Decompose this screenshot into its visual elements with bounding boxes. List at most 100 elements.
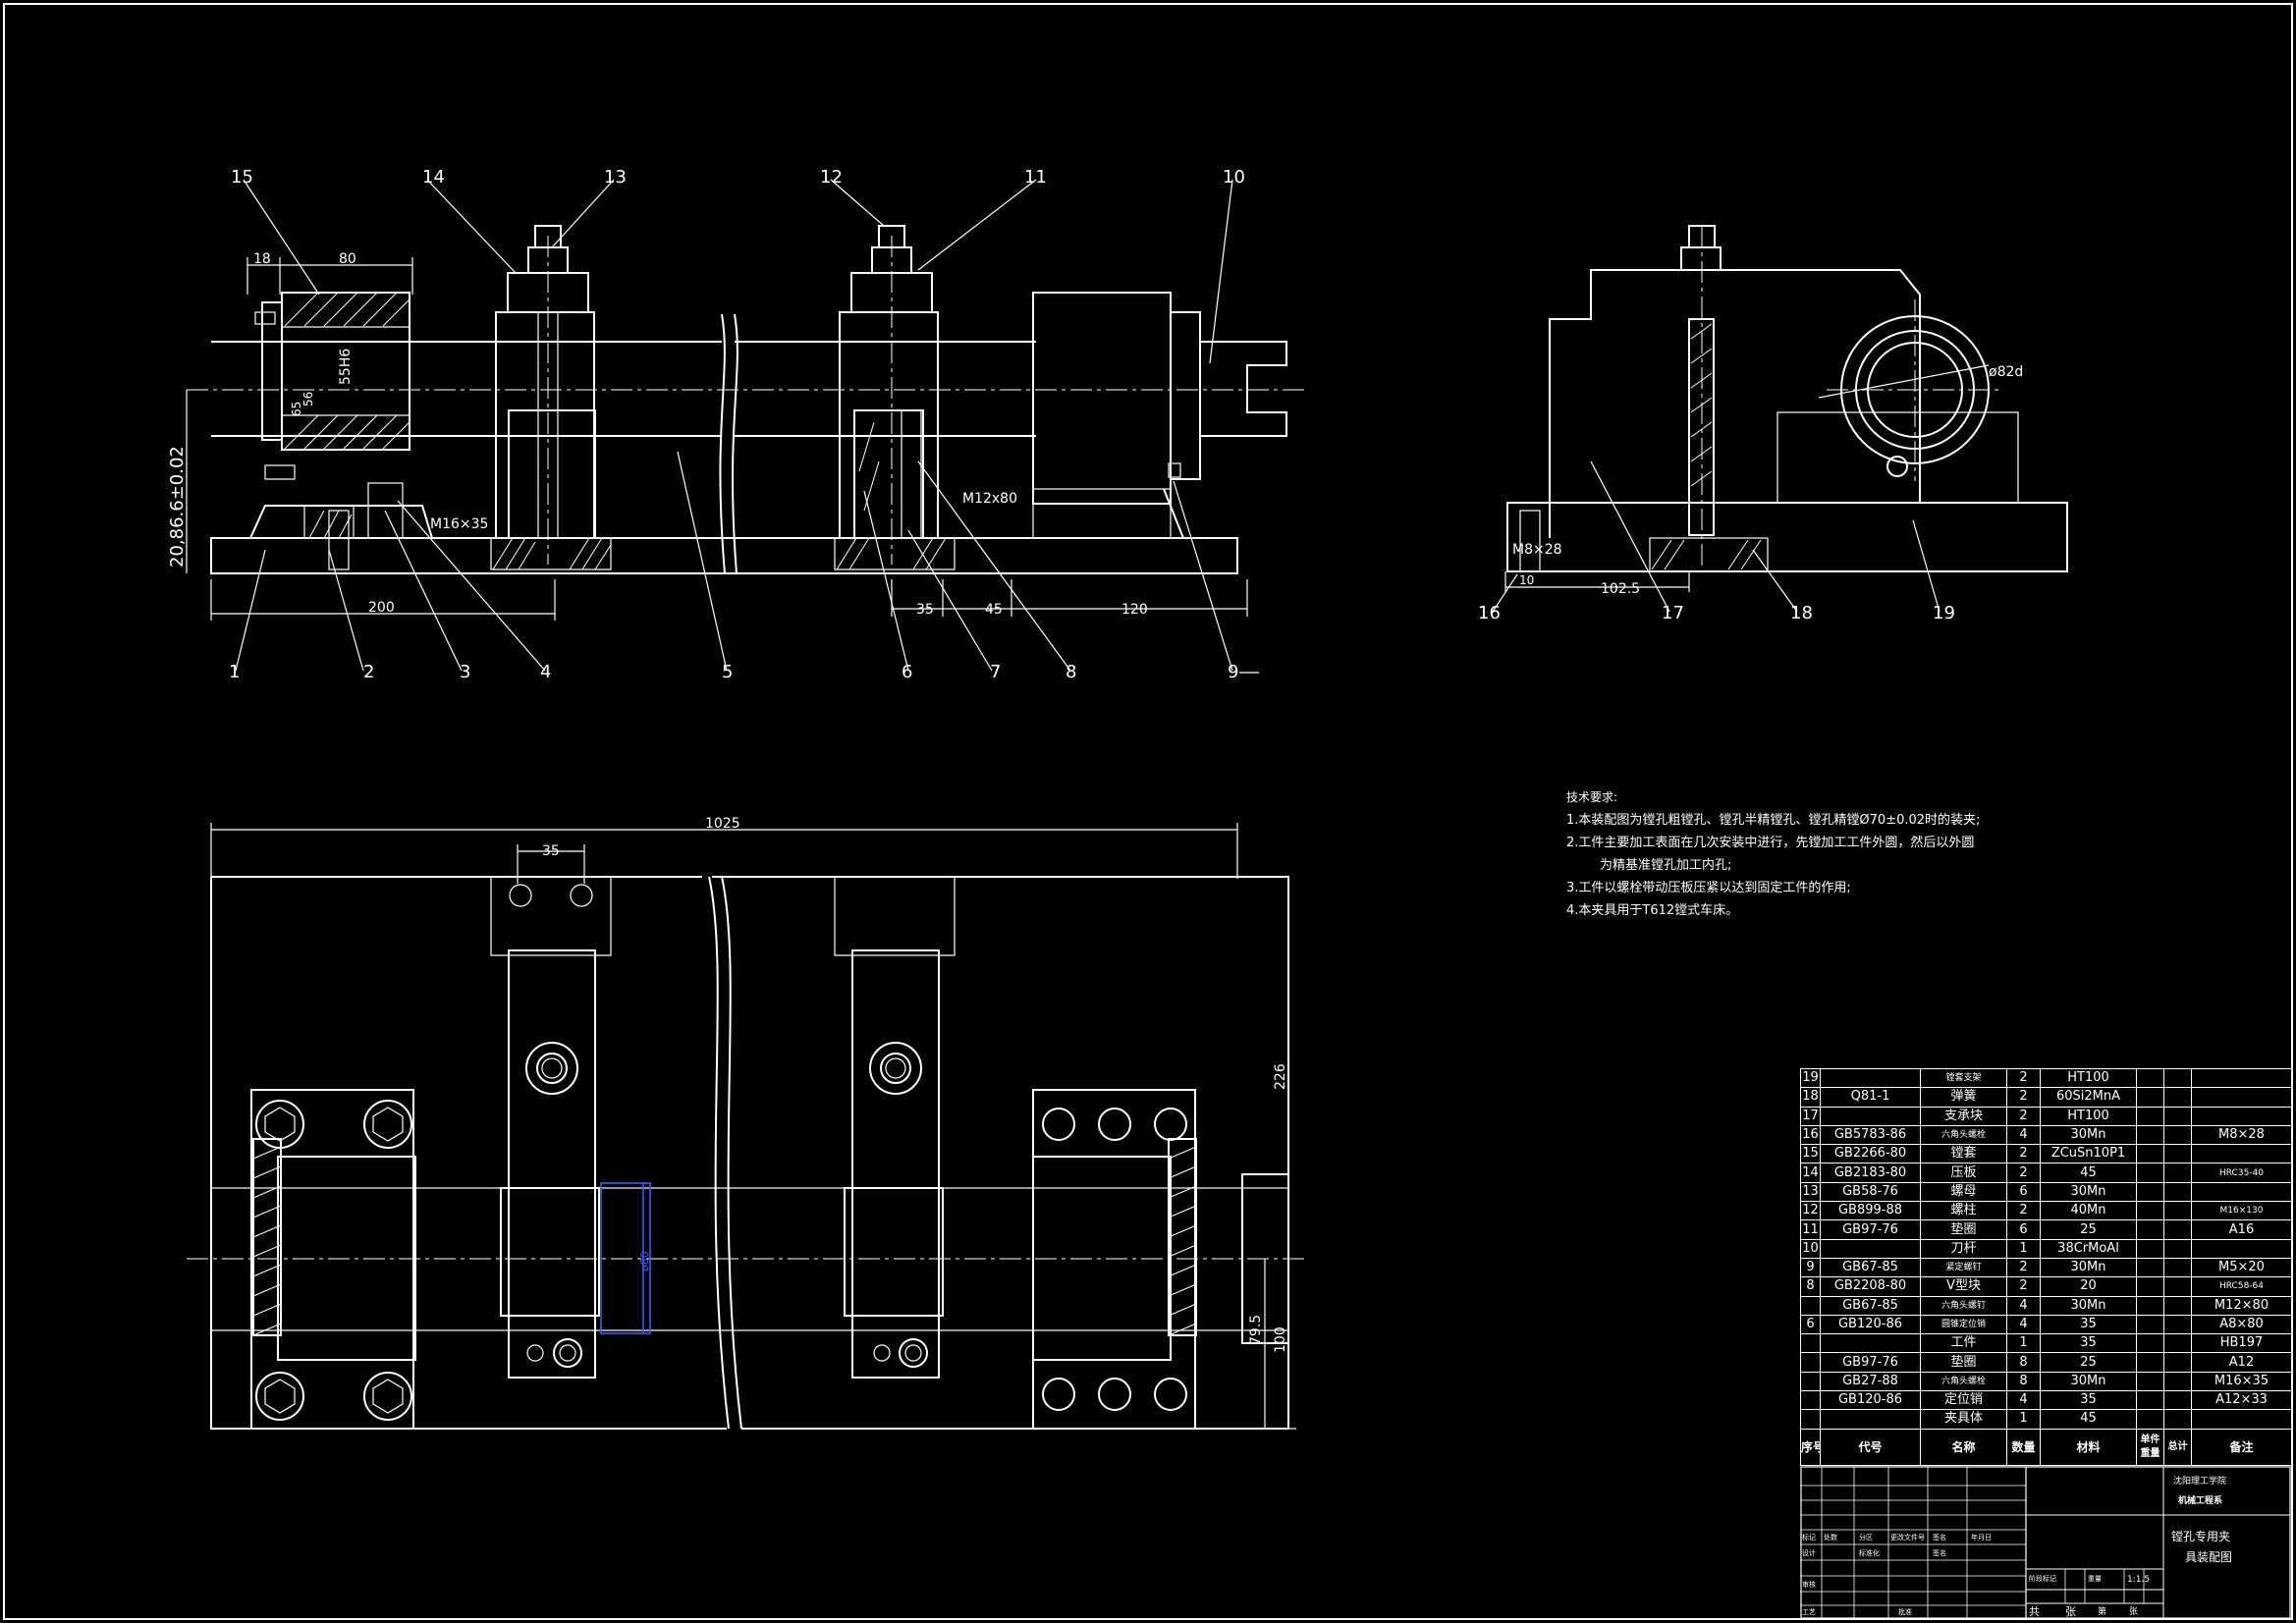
bom-code bbox=[1820, 1238, 1921, 1259]
bom-qty: 1 bbox=[2006, 1333, 2041, 1354]
bom-remark: M5×20 bbox=[2191, 1257, 2292, 1278]
bom-code: GB67-85 bbox=[1820, 1295, 1921, 1316]
bom-code: GB27-88 bbox=[1820, 1371, 1921, 1392]
tb-di: 第 bbox=[2098, 1607, 2107, 1617]
bom-material: 30Mn bbox=[2040, 1371, 2137, 1392]
tb-name1: 镗孔专用夹 bbox=[2171, 1530, 2231, 1543]
callout-5: 5 bbox=[722, 662, 733, 682]
dim-m12x80: M12x80 bbox=[962, 491, 1017, 507]
bom-code bbox=[1820, 1409, 1921, 1430]
bom-remark: M8×28 bbox=[2191, 1124, 2292, 1146]
callout-2: 2 bbox=[363, 662, 374, 682]
bom-material: 30Mn bbox=[2040, 1181, 2137, 1203]
bom-head-remark: 备注 bbox=[2191, 1428, 2292, 1466]
bom-no: 6 bbox=[1800, 1314, 1821, 1335]
top-view bbox=[187, 823, 1306, 1430]
bom-qty: 2 bbox=[2006, 1163, 2041, 1183]
callout-numbers: 15 14 13 12 11 10 1 2 3 4 5 6 7 8 9 16 1… bbox=[229, 167, 1955, 682]
bom-qty: 2 bbox=[2006, 1144, 2041, 1164]
bom-name: 镗套 bbox=[1920, 1144, 2007, 1164]
dim-1025: 1025 bbox=[705, 816, 740, 832]
dim-100: 100 bbox=[1273, 1326, 1288, 1353]
bom-no: 12 bbox=[1800, 1201, 1821, 1221]
bom-head-total-label: 总计 bbox=[2167, 1440, 2188, 1452]
bom-no: 19 bbox=[1800, 1067, 1821, 1089]
bom-name: V型块 bbox=[1920, 1276, 2007, 1297]
bom-no bbox=[1800, 1371, 1821, 1392]
bom-total-weight bbox=[2163, 1067, 2192, 1089]
bom-name: 刀杆 bbox=[1920, 1238, 2007, 1259]
callout-1: 1 bbox=[229, 662, 240, 682]
bom-material: ZCuSn10P1 bbox=[2040, 1144, 2137, 1164]
bom-remark: A16 bbox=[2191, 1219, 2292, 1240]
bom-material: HT100 bbox=[2040, 1106, 2137, 1126]
bom-qty: 6 bbox=[2006, 1181, 2041, 1203]
bom-unit-weight bbox=[2136, 1124, 2164, 1146]
bom-total-weight bbox=[2163, 1219, 2192, 1240]
bom-qty: 6 bbox=[2006, 1219, 2041, 1240]
tb-sheet2: 张 bbox=[2129, 1607, 2139, 1617]
bom-material: 35 bbox=[2040, 1390, 2137, 1411]
bom-code: GB2183-80 bbox=[1820, 1163, 1921, 1183]
bom-unit-weight bbox=[2136, 1181, 2164, 1203]
bom-no bbox=[1800, 1333, 1821, 1354]
bom-unit-weight bbox=[2136, 1371, 2164, 1392]
note-1: 1.本装配图为镗孔粗镗孔、镗孔半精镗孔、镗孔精镗Ø70±0.02时的装夹; bbox=[1566, 813, 1981, 828]
bom-remark bbox=[2191, 1067, 2292, 1089]
tb-l13: 工艺 bbox=[1802, 1608, 1816, 1616]
bom-qty: 2 bbox=[2006, 1276, 2041, 1297]
front-view bbox=[186, 179, 1306, 674]
bom-total-weight bbox=[2163, 1295, 2192, 1316]
bom-no: 18 bbox=[1800, 1087, 1821, 1108]
bom-head-unit: 单件重量 bbox=[2136, 1428, 2164, 1466]
tb-l6: 年月日 bbox=[1971, 1534, 1992, 1542]
tb-school: 沈阳理工学院 bbox=[2173, 1477, 2227, 1487]
dimension-texts: 18 80 55H6 65 56 20,86.6±0.02 M16×35 M12… bbox=[167, 251, 2023, 1353]
bom-name: 六角头螺栓 bbox=[1920, 1371, 2007, 1392]
bom-code: GB899-88 bbox=[1820, 1201, 1921, 1221]
bom-remark: A12×33 bbox=[2191, 1390, 2292, 1411]
bom-material: 35 bbox=[2040, 1314, 2137, 1335]
dim-45: 45 bbox=[985, 602, 1003, 618]
bom-total-weight bbox=[2163, 1238, 2192, 1259]
bom-total-weight bbox=[2163, 1163, 2192, 1183]
bom-total-weight bbox=[2163, 1409, 2192, 1430]
dim-55h6: 55H6 bbox=[338, 349, 354, 385]
bom-code: GB5783-86 bbox=[1820, 1124, 1921, 1146]
bom-no: 16 bbox=[1800, 1124, 1821, 1146]
callout-18: 18 bbox=[1790, 603, 1813, 623]
bom-code: GB97-76 bbox=[1820, 1352, 1921, 1373]
tb-l7: 设计 bbox=[1802, 1549, 1816, 1557]
bom-remark bbox=[2191, 1409, 2292, 1430]
dim-200: 200 bbox=[368, 600, 395, 616]
callout-12: 12 bbox=[820, 167, 843, 188]
bom-unit-weight bbox=[2136, 1219, 2164, 1240]
bom-total-weight bbox=[2163, 1352, 2192, 1373]
bom-qty: 8 bbox=[2006, 1371, 2041, 1392]
dim-80: 80 bbox=[339, 251, 356, 267]
bom-no: 15 bbox=[1800, 1144, 1821, 1164]
bom-remark bbox=[2191, 1181, 2292, 1203]
title-block: 沈阳理工学院 机械工程系 镗孔专用夹 具装配图 1:1.5 共 张 第 张 标记… bbox=[1800, 1466, 2291, 1619]
bom-material: 25 bbox=[2040, 1352, 2137, 1373]
callout-14: 14 bbox=[422, 167, 445, 188]
bom-material: 25 bbox=[2040, 1219, 2137, 1240]
bom-unit-weight bbox=[2136, 1390, 2164, 1411]
bom-material: 30Mn bbox=[2040, 1295, 2137, 1316]
bom-head-name: 名称 bbox=[1920, 1428, 2007, 1466]
dim-65: 65 bbox=[290, 402, 303, 416]
bom-qty: 4 bbox=[2006, 1295, 2041, 1316]
bom-head-total: 总计 bbox=[2163, 1428, 2192, 1466]
bom-code: GB58-76 bbox=[1820, 1181, 1921, 1203]
callout-16: 16 bbox=[1478, 603, 1501, 623]
bom-name: 垫圈 bbox=[1920, 1352, 2007, 1373]
bom-remark bbox=[2191, 1087, 2292, 1108]
